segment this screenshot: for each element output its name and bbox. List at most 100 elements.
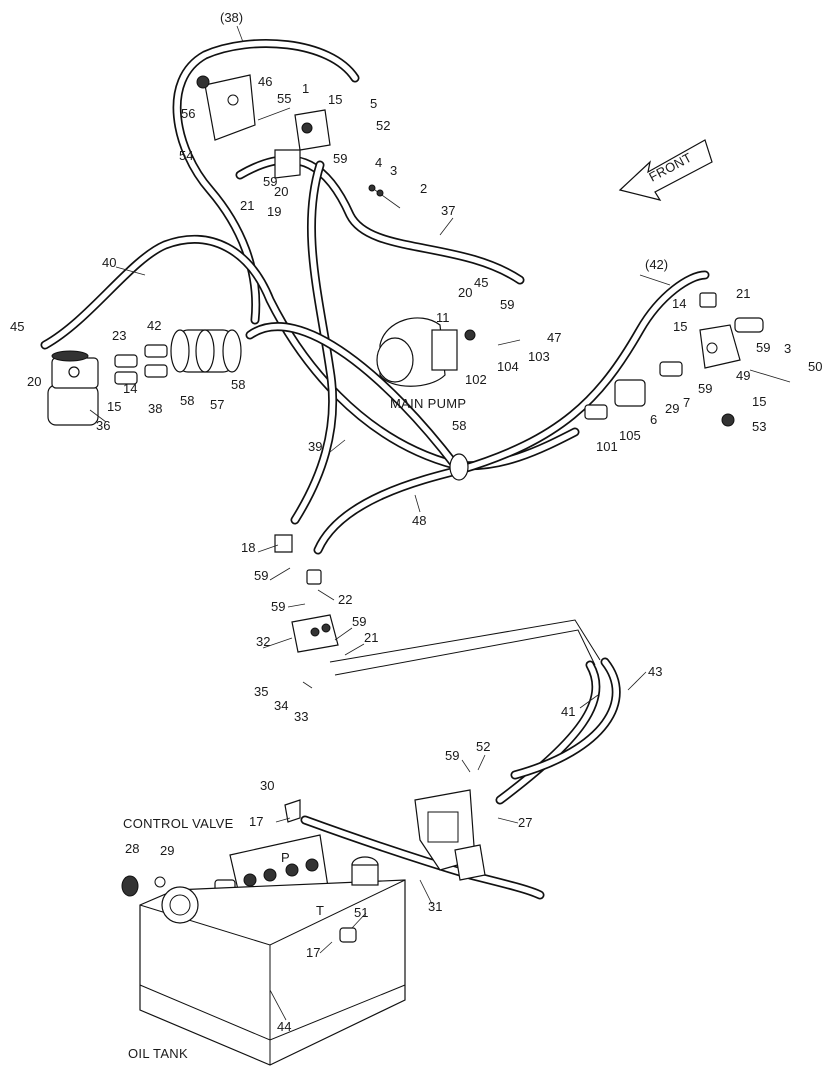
callout: 27	[518, 815, 532, 830]
callout: 15	[752, 394, 766, 409]
callout: 46	[258, 74, 272, 89]
callout: 105	[619, 428, 641, 443]
callout: 58	[231, 377, 245, 392]
callout: 20	[27, 374, 41, 389]
callout: 14	[672, 296, 686, 311]
callout: 53	[752, 419, 766, 434]
callout: 59	[445, 748, 459, 763]
block-49	[699, 324, 741, 369]
callout: 37	[441, 203, 455, 218]
hose-pipe-under	[245, 322, 580, 471]
callout: 59	[500, 297, 514, 312]
callout: 23	[112, 328, 126, 343]
callout: 22	[338, 592, 352, 607]
callout: 15	[673, 319, 687, 334]
callout: 50	[808, 359, 822, 374]
callout: 59	[352, 614, 366, 629]
callout: 29	[665, 401, 679, 416]
callout: 103	[528, 349, 550, 364]
hose-39	[290, 160, 338, 525]
bracket-27	[414, 789, 486, 881]
callout: 40	[102, 255, 116, 270]
callout: 19	[267, 204, 281, 219]
callout: 38	[148, 401, 162, 416]
callouts: (38) (42) 46 55 56 54 1 15 5 52 59 4 3 2…	[10, 10, 822, 1034]
hose-40	[40, 234, 460, 470]
control-valve-label: CONTROL VALVE	[123, 816, 234, 831]
callout: (42)	[645, 257, 668, 272]
callout: 35	[254, 684, 268, 699]
valve-57	[170, 329, 242, 373]
callout: 1	[302, 81, 309, 96]
callout: (38)	[220, 10, 243, 25]
callout: 20	[274, 184, 288, 199]
callout: 17	[249, 814, 263, 829]
callout: 43	[648, 664, 662, 679]
callout: 15	[107, 399, 121, 414]
hose-48	[313, 270, 710, 555]
callout: 33	[294, 709, 308, 724]
leader-lines	[89, 25, 671, 1021]
hose-41-43	[495, 657, 621, 805]
callout: 31	[428, 899, 442, 914]
callout: 41	[561, 704, 575, 719]
callout: 59	[333, 151, 347, 166]
callout: 15	[328, 92, 342, 107]
callout: 20	[458, 285, 472, 300]
callout: 47	[547, 330, 561, 345]
main-pump-label: MAIN PUMP	[390, 396, 466, 411]
steering-unit-36	[47, 350, 99, 426]
callout: 2	[420, 181, 427, 196]
block-32	[291, 614, 339, 653]
callout: 3	[784, 341, 791, 356]
callout: 30	[260, 778, 274, 793]
callout: 36	[96, 418, 110, 433]
callout: 42	[147, 318, 161, 333]
clamp-58	[449, 453, 469, 481]
callout: 101	[596, 439, 618, 454]
callout: 49	[736, 368, 750, 383]
bracket-54	[196, 74, 256, 141]
callout: 28	[125, 841, 139, 856]
callout: 5	[370, 96, 377, 111]
callout: 58	[452, 418, 466, 433]
block-1	[274, 109, 331, 179]
callout: 32	[256, 634, 270, 649]
small-fittings	[114, 107, 791, 943]
callout: 58	[180, 393, 194, 408]
callout: 55	[277, 91, 291, 106]
callout: 54	[179, 148, 193, 163]
callout: 48	[412, 513, 426, 528]
port-t-label: T	[316, 903, 324, 918]
callout: 11	[436, 310, 450, 325]
callout: 34	[274, 698, 288, 713]
callout: 4	[375, 155, 382, 170]
port-p-label: P	[281, 850, 290, 865]
callout: 29	[160, 843, 174, 858]
tube-32	[329, 619, 601, 663]
hose-38	[172, 39, 360, 325]
pipe-31	[300, 815, 545, 900]
fitting-6	[614, 379, 646, 407]
callout: 44	[277, 1019, 291, 1034]
callout: 102	[465, 372, 487, 387]
callout: 21	[240, 198, 254, 213]
callout: 52	[476, 739, 490, 754]
callout: 59	[271, 599, 285, 614]
callout: 51	[354, 905, 368, 920]
callout: 45	[10, 319, 24, 334]
front-arrow-icon	[618, 139, 713, 201]
callout: 7	[683, 395, 690, 410]
callout: 21	[364, 630, 378, 645]
callout: 45	[474, 275, 488, 290]
callout: 56	[181, 106, 195, 121]
oil-tank-label: OIL TANK	[128, 1046, 188, 1061]
callout: 17	[306, 945, 320, 960]
callout: 21	[736, 286, 750, 301]
callout: 6	[650, 412, 657, 427]
callout: 59	[698, 381, 712, 396]
callout: 57	[210, 397, 224, 412]
main-pump	[376, 317, 476, 387]
